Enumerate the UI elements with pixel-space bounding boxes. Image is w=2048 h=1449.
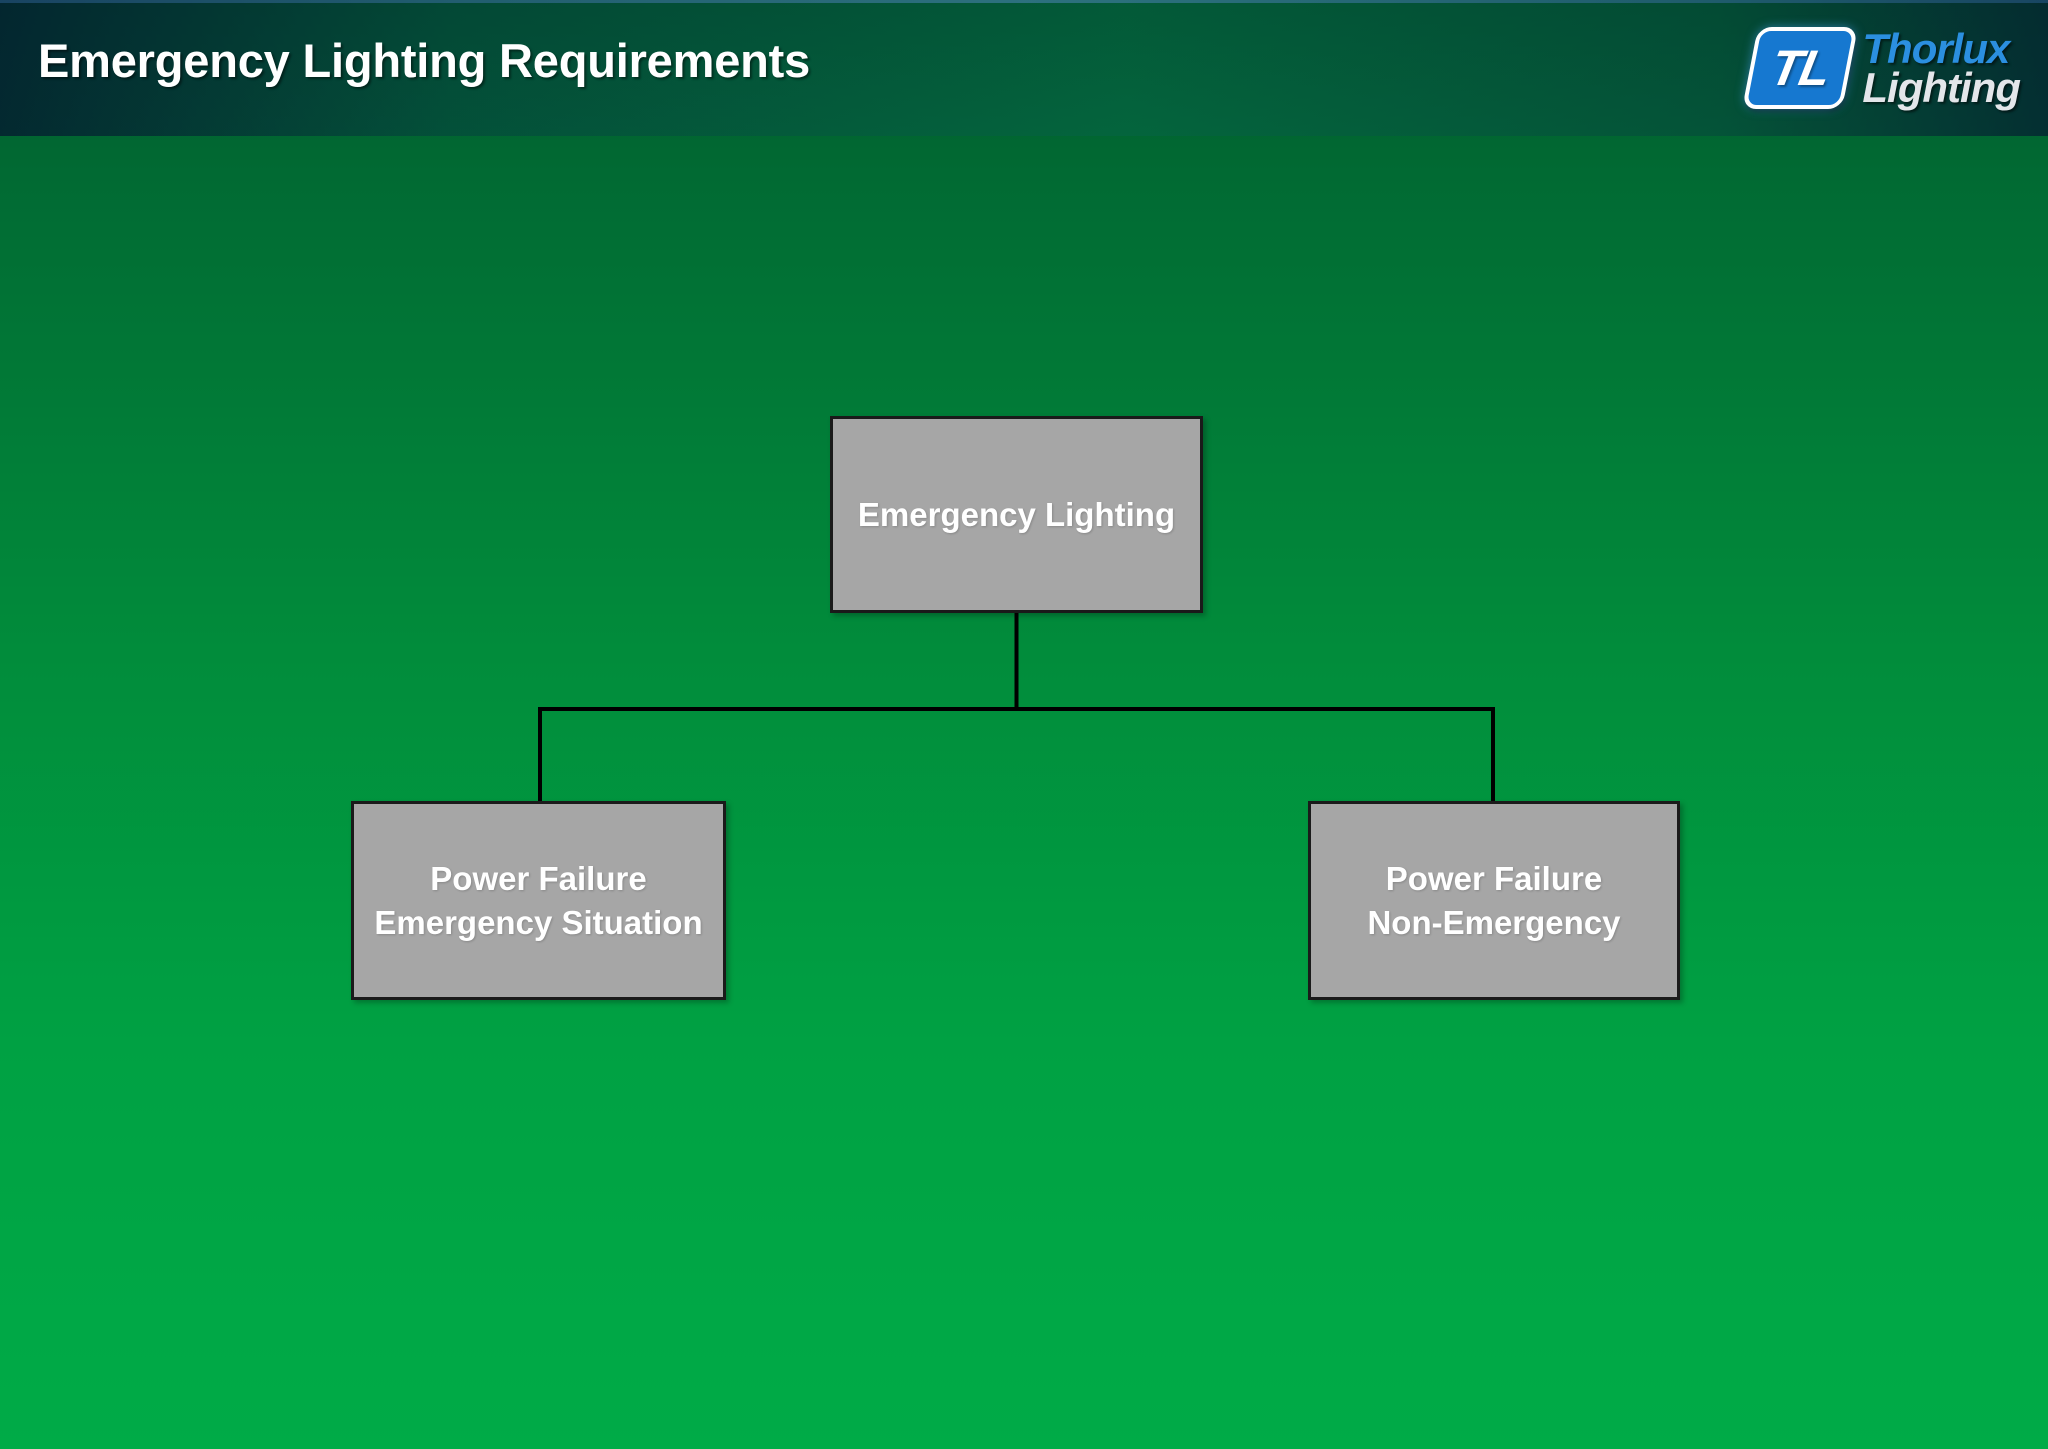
diagram-node-label: Power Failure Emergency Situation <box>374 859 703 941</box>
thorlux-lighting-logo: TL Thorlux Lighting <box>1742 22 2021 114</box>
header-top-highlight-line <box>0 0 2048 3</box>
diagram-node-emergency-lighting[interactable]: Emergency Lighting <box>830 416 1203 613</box>
slide-header-bar <box>0 0 2048 136</box>
diagram-node-power-failure-emergency-situation[interactable]: Power Failure Emergency Situation <box>351 801 726 1000</box>
diagram-node-label: Emergency Lighting <box>857 495 1176 533</box>
logo-word-lighting: Lighting <box>1862 64 2021 111</box>
logo-word-thorlux: Thorlux <box>1862 24 2010 72</box>
page-title: Emergency Lighting Requirements <box>38 34 811 87</box>
logo-wordmark: Thorlux Lighting <box>1862 24 2021 111</box>
diagram-node-label: Power Failure Non-Emergency <box>1367 859 1621 941</box>
tl-monogram-icon: TL <box>1742 27 1859 109</box>
tl-monogram-text: TL <box>1766 40 1835 96</box>
diagram-node-power-failure-non-emergency[interactable]: Power Failure Non-Emergency <box>1308 801 1680 1000</box>
